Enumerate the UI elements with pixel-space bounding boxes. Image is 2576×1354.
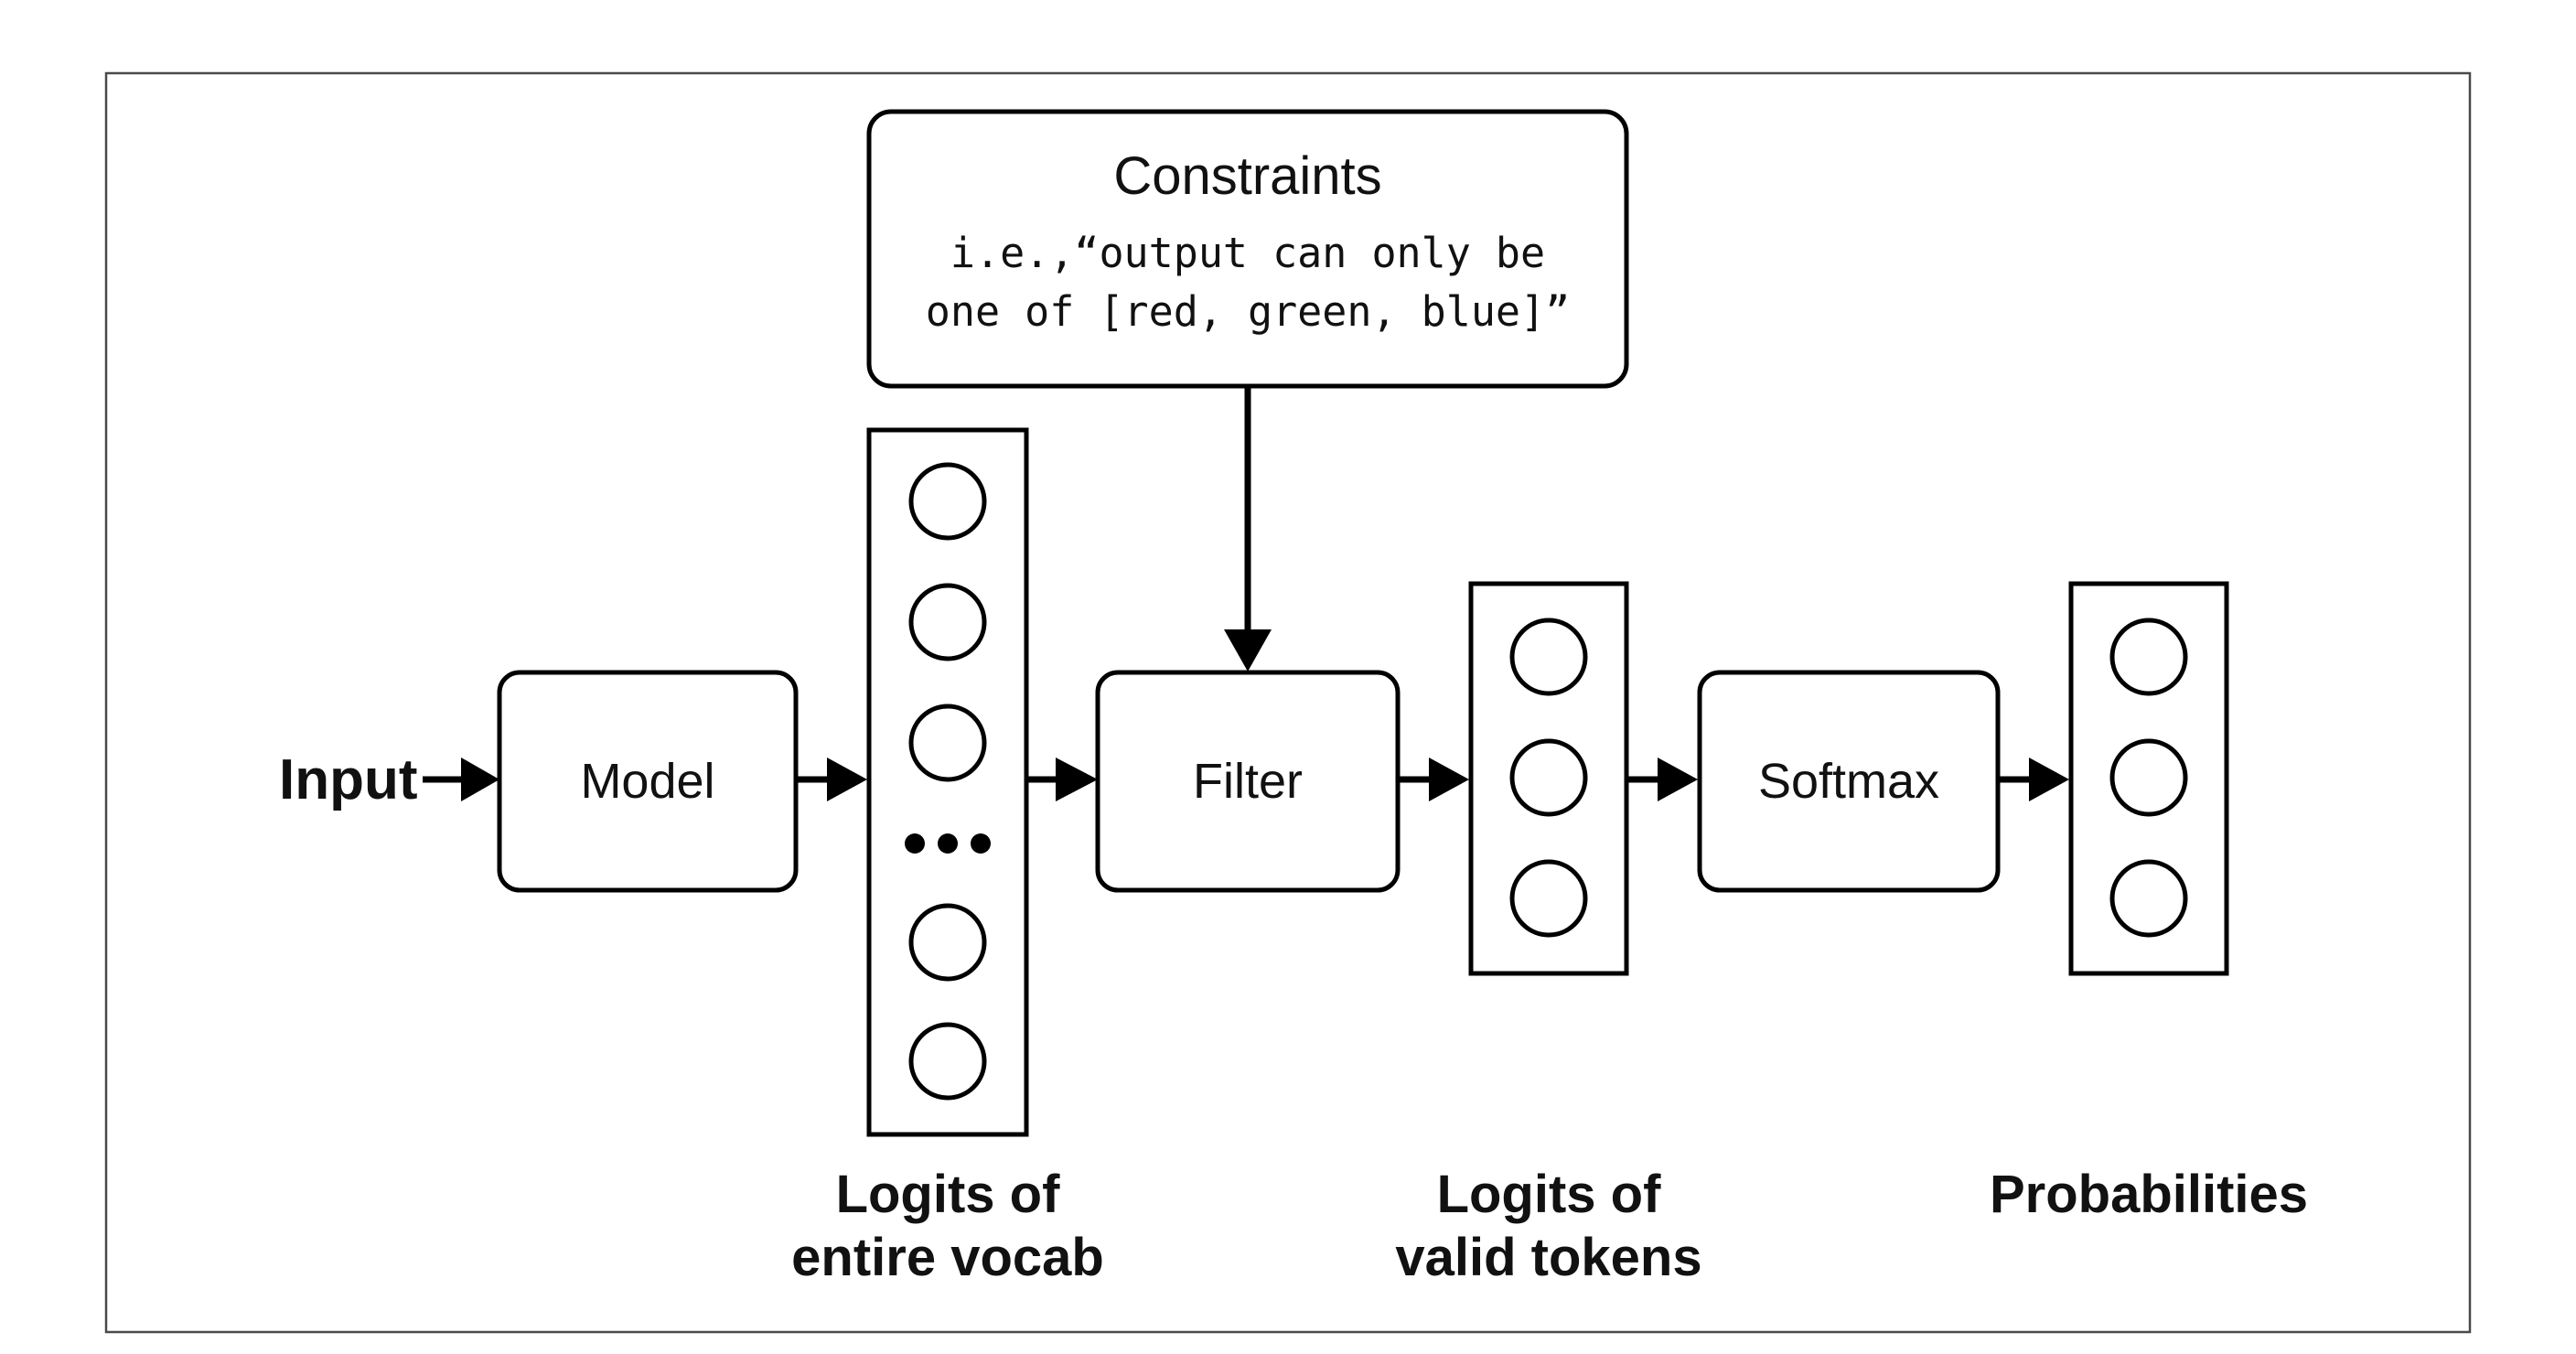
vocab-logits-caption-line-1: Logits of (836, 1165, 1061, 1224)
softmax-label: Softmax (1758, 754, 1939, 809)
valid-logits-caption-line-1: Logits of (1437, 1165, 1662, 1224)
filter-box: Filter (1095, 670, 1401, 893)
vocab-logit-node (908, 583, 987, 661)
constraints-title: Constraints (1113, 146, 1381, 206)
filter-to-valid-arrow (1398, 758, 1469, 801)
constraints-line-2: one of [red, green, blue]” (926, 287, 1570, 336)
vocab-ellipsis (905, 833, 991, 854)
valid-to-softmax-arrow (1626, 758, 1698, 801)
valid-logit-node (1509, 859, 1588, 938)
vocab-logits-column (866, 427, 1029, 1137)
valid-logit-node (1509, 618, 1588, 696)
softmax-box: Softmax (1697, 670, 2001, 893)
valid-logits-column (1468, 581, 1629, 976)
probability-node (2109, 738, 2188, 817)
probabilities-column (2068, 581, 2229, 976)
constraints-to-filter-arrow (1224, 386, 1272, 672)
probabilities-caption: Probabilities (1990, 1165, 2308, 1224)
constraints-box: Constraints i.e.,“output can only be one… (866, 109, 1629, 389)
input-label: Input (279, 748, 418, 811)
filter-label: Filter (1193, 754, 1303, 809)
softmax-to-probabilities-arrow (1998, 758, 2069, 801)
input-to-model-arrow (423, 758, 499, 801)
probability-node (2109, 618, 2188, 696)
model-label: Model (580, 754, 714, 809)
vocab-logit-node (908, 903, 987, 982)
probability-node (2109, 859, 2188, 938)
vocab-logits-caption-line-2: entire vocab (791, 1228, 1104, 1287)
valid-logits-caption-line-2: valid tokens (1395, 1228, 1701, 1287)
vocab-to-filter-arrow (1026, 758, 1098, 801)
constraints-line-1: i.e.,“output can only be (950, 229, 1545, 277)
vocab-logit-node (908, 1022, 987, 1101)
model-box: Model (497, 670, 799, 893)
vocab-logit-node (908, 704, 987, 782)
valid-logit-node (1509, 738, 1588, 817)
model-to-vocab-arrow (796, 758, 867, 801)
vocab-logit-node (908, 462, 987, 541)
